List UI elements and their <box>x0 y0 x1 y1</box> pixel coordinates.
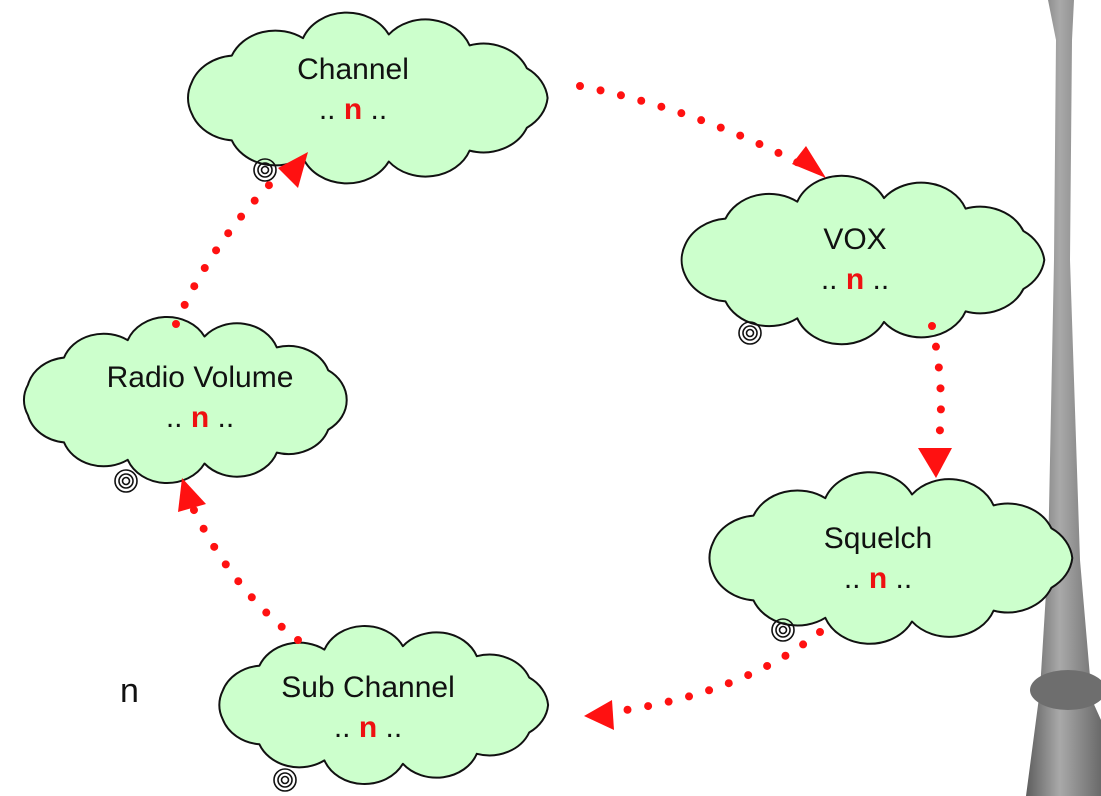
node-channel-label: Channel <box>297 53 409 86</box>
node-sub-channel: Sub Channel .. n .. <box>268 668 468 748</box>
variable-n: n <box>343 92 363 126</box>
arrowhead-radiovolume <box>178 478 206 512</box>
variable-n: n <box>190 400 210 434</box>
arrowhead-channel <box>278 152 308 188</box>
bubble-rings <box>738 321 762 345</box>
node-channel-value: .. n .. <box>318 92 388 126</box>
cloud-radio-volume <box>23 315 348 493</box>
arrow-vox-to-squelch <box>928 322 945 452</box>
node-sub-channel-label: Sub Channel <box>281 671 455 704</box>
node-radio-volume-value: .. n .. <box>165 400 235 434</box>
variable-n: n <box>845 262 865 296</box>
antenna-pole <box>1026 0 1101 796</box>
bubble-rings <box>114 469 138 493</box>
arrow-squelch-to-subchannel <box>608 628 824 716</box>
node-radio-volume: Radio Volume .. n .. <box>80 358 320 438</box>
cloud-vox <box>680 174 1046 346</box>
cloud-shape <box>680 174 1046 346</box>
cloud-squelch <box>708 471 1074 645</box>
bubble-rings <box>253 158 277 182</box>
node-radio-volume-label: Radio Volume <box>106 361 294 394</box>
node-vox-value: .. n .. <box>820 262 890 296</box>
arrow-radiovolume-to-channel <box>172 174 280 328</box>
arrow-channel-to-vox <box>576 82 816 174</box>
flow-arrows <box>172 82 952 730</box>
arrowhead-squelch <box>918 448 952 478</box>
node-squelch-value: .. n .. <box>843 561 913 595</box>
cloud-sub-channel <box>218 625 550 792</box>
node-squelch-label: Squelch <box>823 522 933 555</box>
cloud-shape <box>218 625 550 785</box>
stray-letter: n <box>120 672 139 710</box>
variable-n: n <box>868 561 888 595</box>
arrowhead-subchannel <box>584 700 614 730</box>
node-vox-label: VOX <box>823 223 887 256</box>
node-channel: Channel .. n .. <box>263 50 443 130</box>
bubble-rings <box>771 618 795 642</box>
arrow-subchannel-to-radiovolume <box>188 502 302 644</box>
arrowhead-vox <box>792 146 826 178</box>
cloud-shape <box>187 11 549 185</box>
node-vox: VOX .. n .. <box>775 220 935 300</box>
node-sub-channel-value: .. n .. <box>333 710 403 744</box>
variable-n: n <box>358 710 378 744</box>
node-squelch: Squelch .. n .. <box>798 519 958 599</box>
cloud-shape <box>23 315 348 485</box>
cloud-shape <box>708 471 1074 645</box>
cloud-channel <box>187 11 549 185</box>
bubble-rings <box>273 768 297 792</box>
